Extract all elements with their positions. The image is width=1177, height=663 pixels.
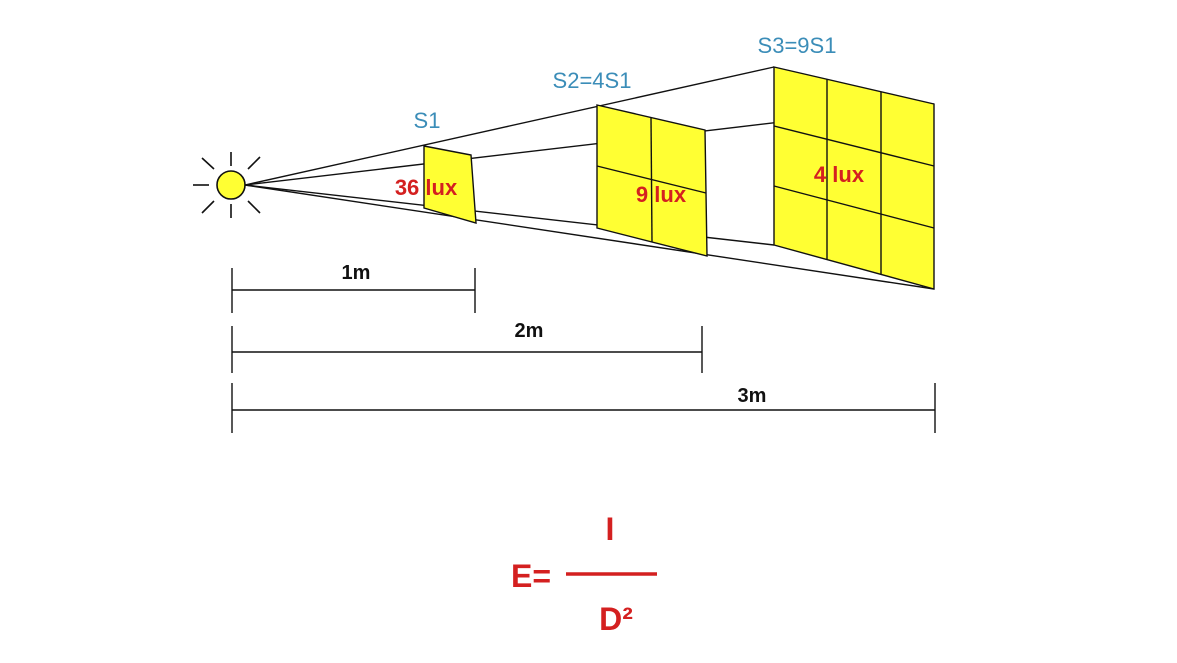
s3-lux-label: 4 lux [814, 162, 865, 187]
formula: E= I D² [511, 511, 657, 637]
dimension-3m [231, 383, 936, 433]
distance-3m-label: 3m [738, 385, 767, 407]
s1-lux-label: 36 lux [395, 175, 458, 200]
distance-2m-label: 2m [515, 320, 544, 342]
surface-s1 [423, 145, 477, 224]
s2-lux-label: 9 lux [636, 182, 687, 207]
formula-lhs: E= [511, 558, 551, 594]
formula-denominator: D² [599, 601, 633, 637]
s2-area-label: S2=4S1 [553, 68, 632, 93]
surface-s2 [596, 104, 708, 257]
distance-1m-label: 1m [342, 262, 371, 284]
s1-area-label: S1 [414, 108, 441, 133]
dimension-2m [231, 326, 703, 373]
dimension-1m [231, 268, 476, 313]
sun-icon [193, 152, 261, 218]
surface-s3 [773, 66, 935, 290]
formula-numerator: I [606, 511, 615, 547]
s3-area-label: S3=9S1 [758, 33, 837, 58]
